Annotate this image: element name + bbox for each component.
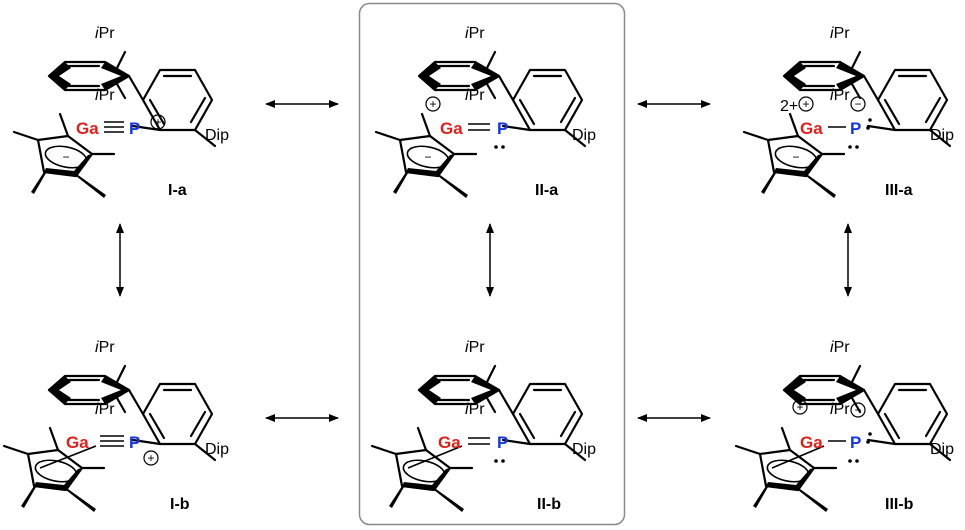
svg-text:Dip: Dip	[572, 441, 596, 458]
svg-text:III-a: III-a	[885, 182, 913, 199]
svg-text:I-b: I-b	[170, 496, 190, 513]
structure-III-b: iPr iPr Dip Ga P + − III-b	[734, 339, 954, 514]
svg-text:iPr: iPr	[465, 401, 485, 418]
highlight-frame	[358, 2, 626, 526]
svg-text:−: −	[792, 150, 799, 164]
svg-text:Dip: Dip	[930, 127, 954, 144]
svg-text:iPr: iPr	[465, 339, 485, 356]
svg-text:−: −	[424, 150, 431, 164]
svg-text:+: +	[802, 97, 809, 111]
svg-text:iPr: iPr	[95, 25, 115, 42]
svg-text:iPr: iPr	[465, 25, 485, 42]
structure-III-a: iPr iPr Dip Ga P 2+ + − − III-a	[742, 25, 954, 200]
svg-text:P: P	[497, 119, 508, 138]
gallium-atom: Ga	[76, 119, 99, 138]
svg-text:+: +	[147, 451, 154, 465]
svg-text:P: P	[129, 433, 140, 452]
svg-text:P: P	[497, 433, 508, 452]
structure-II-b: iPr iPr Dip Ga P II-b	[370, 339, 596, 514]
svg-text:Ga: Ga	[438, 433, 461, 452]
charge-P: +	[154, 115, 161, 129]
structure-II-a: iPr iPr Dip Ga P + − II-a	[374, 25, 596, 200]
svg-text:Ga: Ga	[800, 119, 823, 138]
svg-text:P: P	[850, 433, 861, 452]
svg-text:Ga: Ga	[440, 119, 463, 138]
svg-text:iPr: iPr	[95, 87, 115, 104]
svg-text:iPr: iPr	[830, 87, 850, 104]
structure-I-b: iPr iPr Dip Ga P + I-b	[2, 339, 229, 514]
svg-text:iPr: iPr	[465, 87, 485, 104]
svg-text:+: +	[796, 400, 803, 414]
svg-text:II-a: II-a	[535, 182, 558, 199]
label-I-a: I-a	[168, 182, 187, 199]
svg-text:Dip: Dip	[205, 441, 229, 458]
charge-cp: −	[62, 150, 69, 164]
svg-text:Dip: Dip	[930, 441, 954, 458]
svg-text:P: P	[850, 119, 861, 138]
svg-text:iPr: iPr	[830, 25, 850, 42]
svg-text:iPr: iPr	[830, 339, 850, 356]
structure-I-a: iPr iPr Dip Ga P + − I-a	[12, 25, 229, 200]
svg-text:II-b: II-b	[537, 496, 561, 513]
svg-text:−: −	[854, 403, 861, 417]
svg-text:iPr: iPr	[95, 401, 115, 418]
svg-text:Ga: Ga	[66, 433, 89, 452]
svg-text:III-b: III-b	[885, 496, 914, 513]
svg-text:+: +	[429, 97, 436, 111]
svg-text:Dip: Dip	[572, 127, 596, 144]
svg-text:iPr: iPr	[95, 339, 115, 356]
dip-label: Dip	[205, 127, 229, 144]
svg-text:2+: 2+	[780, 98, 798, 115]
svg-text:iPr: iPr	[830, 401, 850, 418]
phosphorus-atom: P	[129, 119, 140, 138]
svg-text:Ga: Ga	[800, 433, 823, 452]
resonance-arrows	[116, 100, 852, 422]
svg-text:−: −	[854, 97, 861, 111]
